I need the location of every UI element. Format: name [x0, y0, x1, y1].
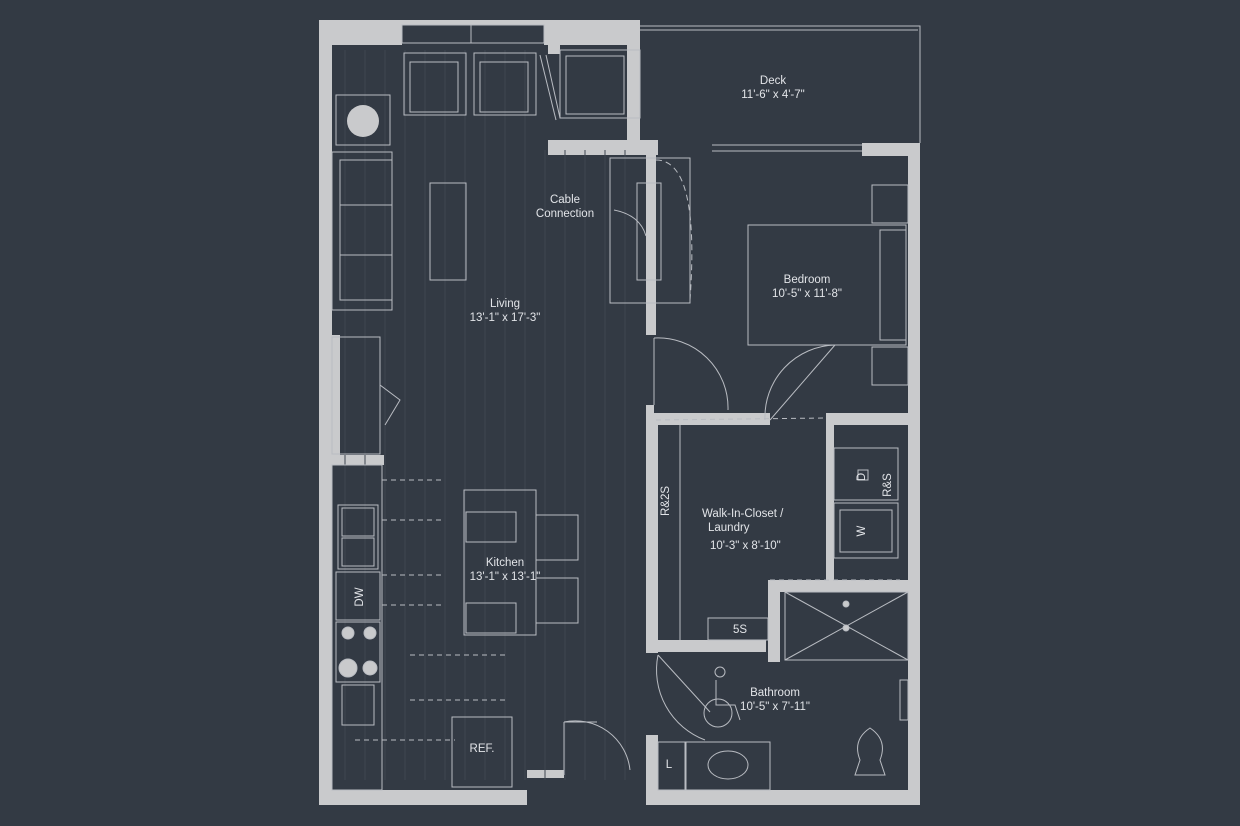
deck-label: Deck 11'-6" x 4'-7"	[720, 74, 826, 102]
armchair	[403, 52, 467, 116]
furniture	[331, 24, 909, 791]
dryer	[833, 447, 899, 501]
bathroom-door	[656, 654, 711, 741]
wall-south	[319, 790, 527, 805]
bedroom-label: Bedroom 10'-5" x 11'-8"	[752, 273, 862, 301]
deck	[640, 25, 921, 152]
kitchen-sink	[337, 504, 379, 570]
accessibility-icon	[703, 666, 741, 728]
dryer-label: D	[856, 472, 868, 482]
closet-label: Walk-In-Closet / Laundry 10'-3" x 8'-10"	[702, 507, 783, 553]
rs-label: R&S	[882, 473, 894, 497]
living-size: 13'-1" x 17'-3"	[469, 312, 541, 324]
r2s-label: R&2S	[660, 485, 672, 517]
bar-stool	[535, 514, 579, 561]
washer-label: W	[856, 525, 868, 537]
bar-stool	[535, 577, 579, 624]
tv-console	[609, 157, 691, 304]
lamp-icon	[347, 105, 379, 137]
bedroom-door	[653, 337, 729, 411]
cable-label: Cable Connection	[520, 193, 610, 221]
shelf-5s	[707, 617, 769, 641]
bar-stool	[465, 511, 517, 543]
bedroom-size: 10'-5" x 11'-8"	[772, 288, 842, 300]
sofa	[331, 151, 393, 311]
shower	[784, 591, 909, 661]
linen-closet	[657, 741, 687, 791]
closet-door	[764, 344, 836, 421]
living-label: Living 13'-1" x 17'-3"	[450, 297, 560, 325]
washer	[833, 502, 899, 559]
bar-stool	[465, 602, 517, 634]
linen-label: L	[665, 759, 673, 771]
toilet	[854, 727, 886, 776]
dw-label: DW	[354, 587, 366, 607]
refrigerator	[451, 716, 513, 788]
coffee-table	[429, 182, 467, 281]
side-table	[335, 94, 391, 146]
cooktop	[335, 621, 381, 683]
kitchen-label: Kitchen 13'-1" x 13'-1"	[450, 556, 560, 584]
kitchen-size: 13'-1" x 13'-1"	[469, 571, 541, 583]
cable-line2: Connection	[535, 208, 595, 220]
deck-name: Deck	[759, 75, 787, 87]
wall-east	[908, 143, 920, 805]
bathroom-name: Bathroom	[750, 687, 800, 699]
shelf-label: 5S	[732, 624, 748, 636]
bedroom-name: Bedroom	[783, 274, 831, 286]
deck-size: 11'-6" x 4'-7"	[741, 89, 805, 101]
dishwasher	[335, 571, 381, 621]
armchair	[473, 52, 537, 116]
kitchen-counter	[331, 464, 383, 791]
kitchen-island	[463, 489, 537, 636]
closet-size: 10'-3" x 8'-10"	[710, 540, 781, 552]
living-name: Living	[489, 298, 521, 310]
bathroom-label: Bathroom 10'-5" x 7'-11"	[720, 686, 830, 714]
desk	[331, 336, 381, 455]
bathroom-size: 10'-5" x 7'-11"	[740, 701, 810, 713]
ref-label: REF.	[469, 743, 495, 755]
vanity	[684, 741, 771, 791]
closet-name-2: Laundry	[708, 522, 750, 534]
kitchen-name: Kitchen	[485, 557, 525, 569]
floor-texture	[344, 50, 626, 780]
cable-line1: Cable	[549, 194, 581, 206]
nightstand	[871, 346, 909, 386]
nightstand	[871, 184, 909, 224]
entry-door	[563, 720, 631, 775]
closet-name-1: Walk-In-Closet /	[702, 508, 784, 520]
wall-west	[319, 20, 332, 805]
sink	[707, 750, 749, 780]
